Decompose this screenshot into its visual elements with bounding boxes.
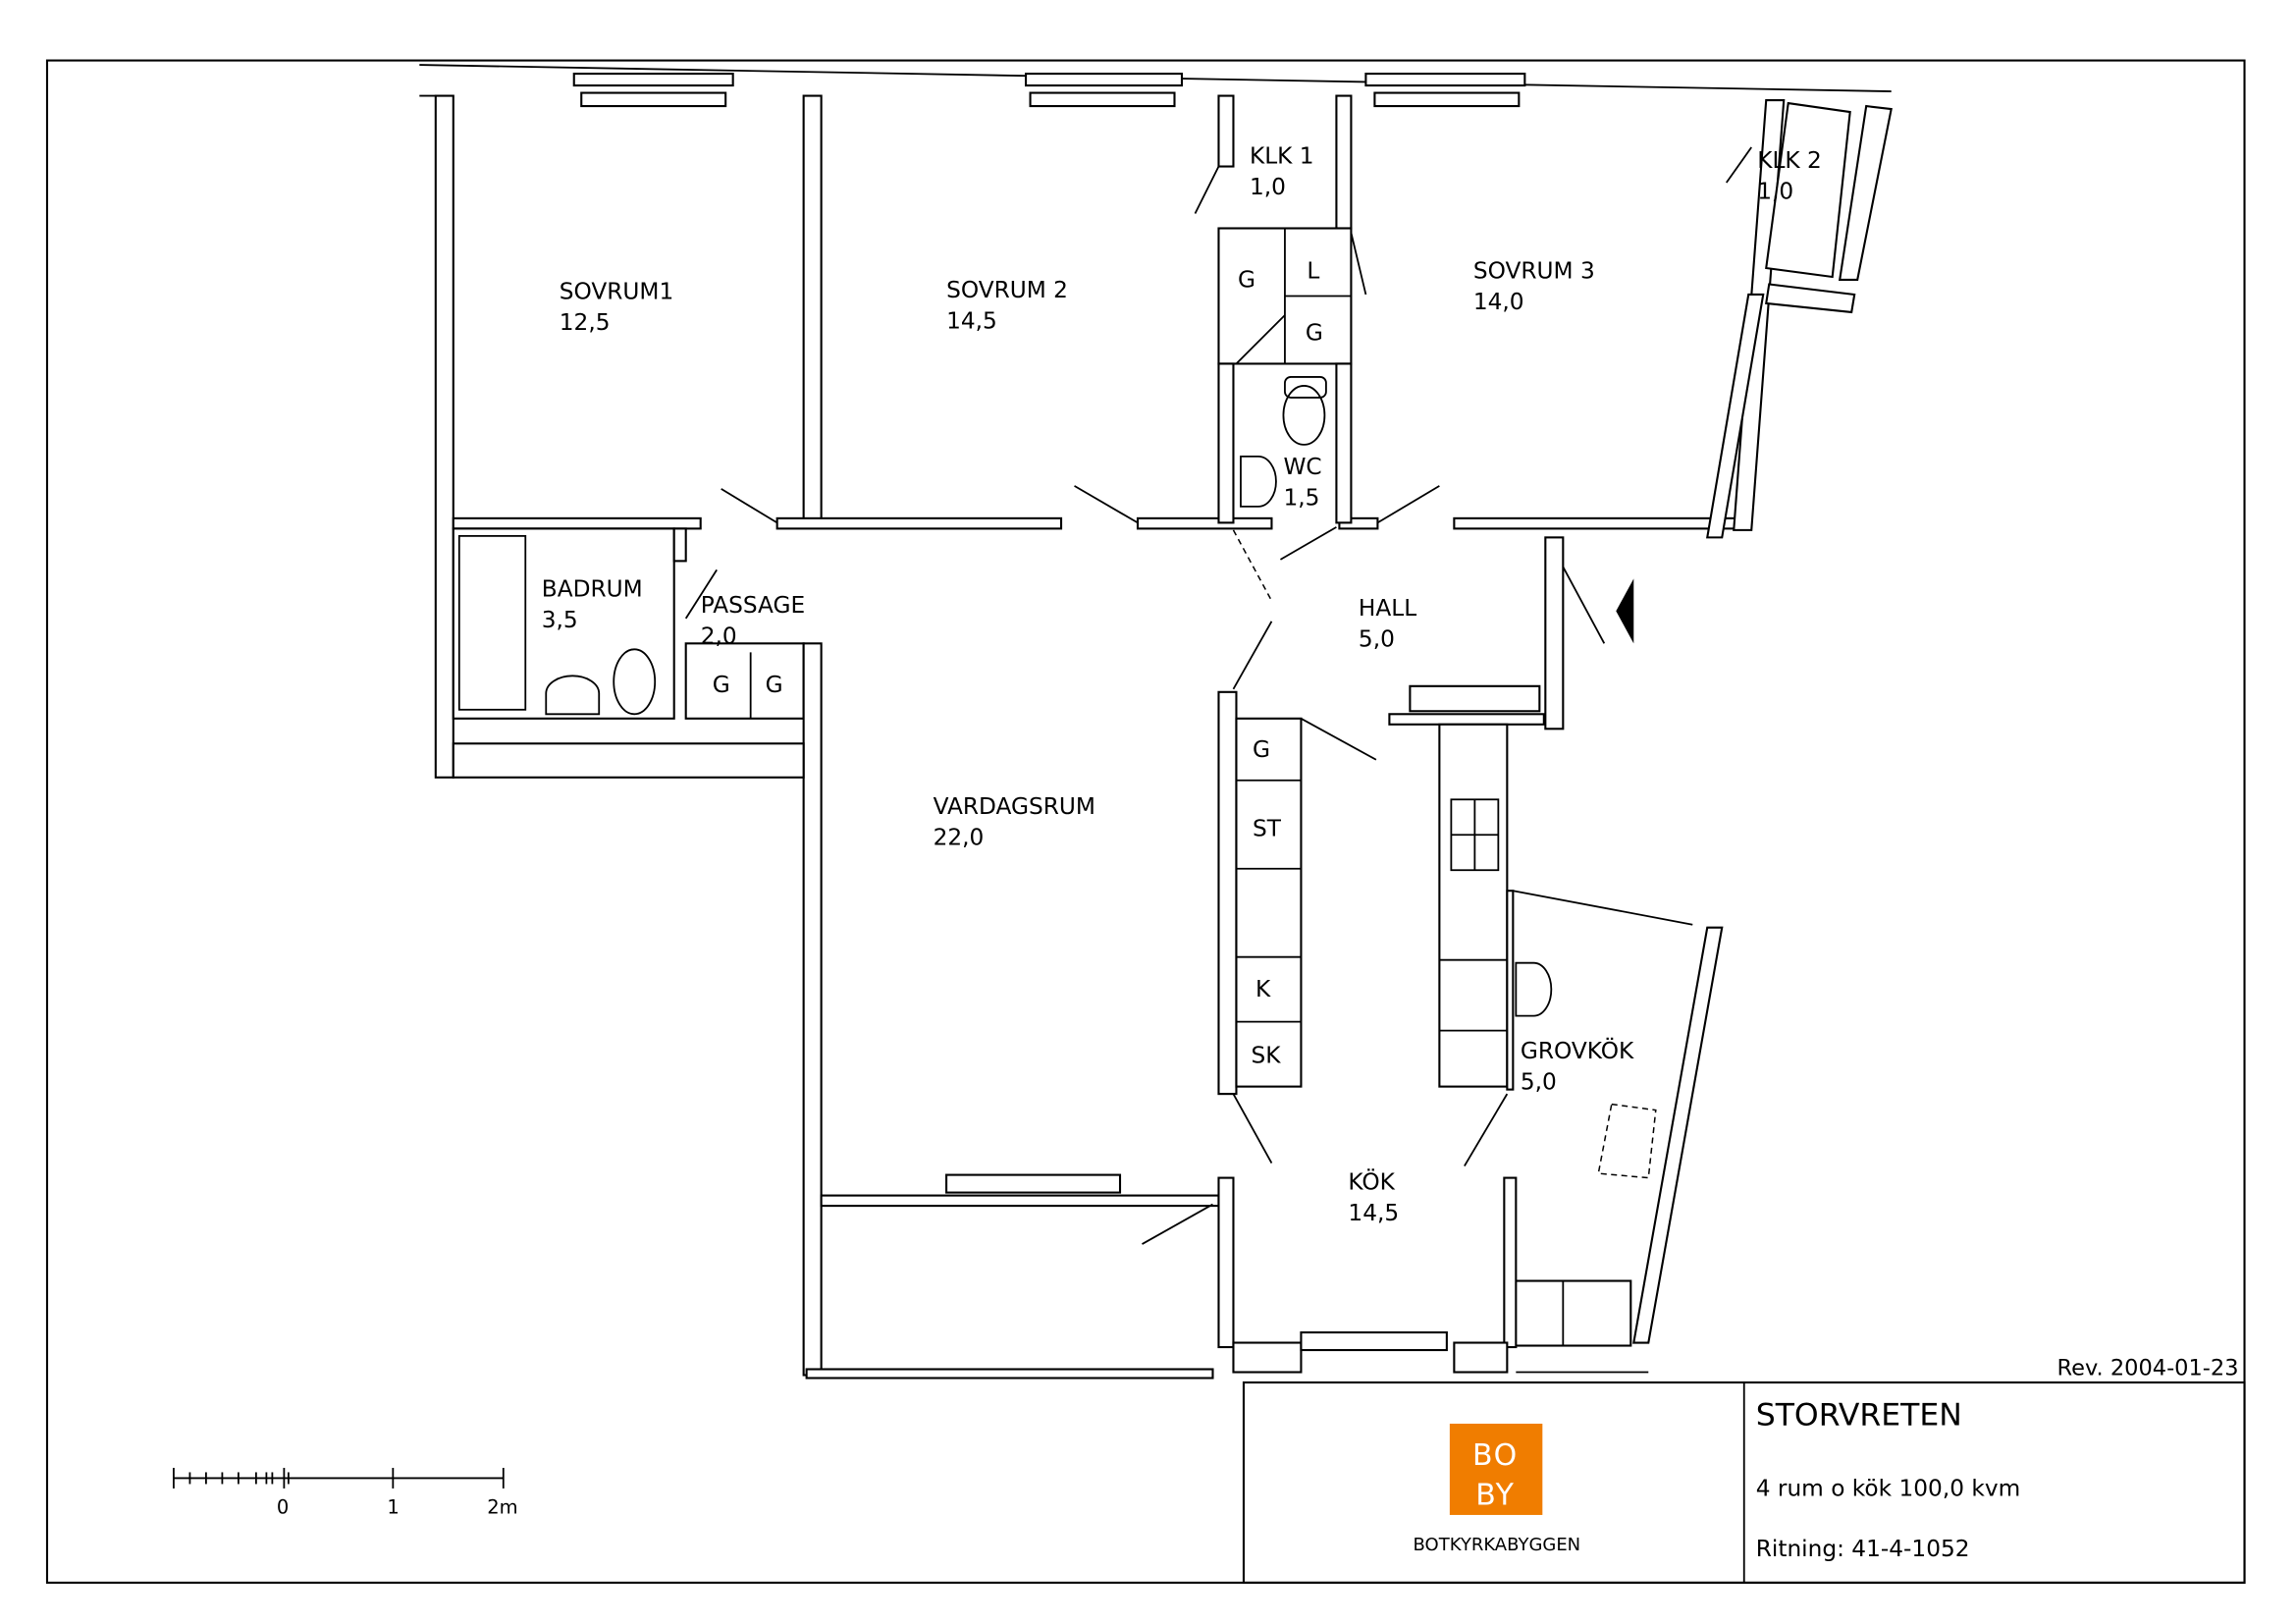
- botkyrkabyggen-logo: BO BY: [1449, 1423, 1543, 1515]
- svg-text:BY: BY: [1475, 1478, 1515, 1512]
- room-labels: SOVRUM1 12,5 SOVRUM 2 14,5 KLK 1 1,0 SOV…: [542, 143, 1822, 1227]
- fixture-g: G: [766, 672, 783, 698]
- revision-date: Rev. 2004-01-23: [2057, 1356, 2239, 1381]
- room-grovkok: GROVKÖK: [1521, 1037, 1634, 1064]
- room-grovkok-area: 5,0: [1521, 1069, 1557, 1096]
- fixture-sk: SK: [1251, 1043, 1281, 1069]
- scale-label-1: 1: [387, 1495, 399, 1518]
- room-sovrum2-area: 14,5: [946, 307, 997, 334]
- room-klk1: KLK 1: [1250, 143, 1314, 170]
- drawing-number: Ritning: 41-4-1052: [1756, 1536, 1970, 1562]
- room-kok-area: 14,5: [1348, 1200, 1399, 1226]
- room-hall: HALL: [1359, 595, 1416, 622]
- fixture-l: L: [1307, 257, 1319, 284]
- room-sovrum1-area: 12,5: [560, 309, 611, 336]
- room-badrum-area: 3,5: [542, 607, 578, 633]
- room-kok: KÖK: [1348, 1168, 1395, 1196]
- room-vardagsrum-area: 22,0: [934, 825, 985, 851]
- title-block: Rev. 2004-01-23 BO BY BOTKYRKABYGGEN STO…: [1242, 1356, 2246, 1584]
- room-passage-area: 2,0: [701, 623, 737, 649]
- walls: [419, 64, 1893, 1380]
- company-name: BOTKYRKABYGGEN: [1414, 1535, 1581, 1555]
- fixture-g: G: [1306, 319, 1323, 346]
- scale-label-0: 0: [277, 1495, 289, 1518]
- fixture-k: K: [1255, 976, 1271, 1002]
- room-vardagsrum: VARDAGSRUM: [934, 793, 1095, 820]
- room-wc: WC: [1283, 454, 1321, 480]
- svg-text:BO: BO: [1472, 1438, 1519, 1473]
- room-klk2: KLK 2: [1757, 147, 1822, 174]
- project-name: STORVRETEN: [1756, 1397, 1962, 1433]
- fixture-g: G: [713, 672, 730, 698]
- scale-bar: 0 1 2m: [173, 1467, 518, 1518]
- fixture-g: G: [1253, 736, 1270, 763]
- room-klk1-area: 1,0: [1250, 174, 1286, 200]
- room-sovrum2: SOVRUM 2: [946, 277, 1068, 303]
- room-sovrum1: SOVRUM1: [560, 278, 674, 304]
- fixture-st: ST: [1253, 816, 1282, 842]
- room-sovrum3: SOVRUM 3: [1473, 257, 1595, 284]
- room-sovrum3-area: 14,0: [1473, 289, 1524, 315]
- scale-label-2m: 2m: [487, 1495, 517, 1518]
- drawing-border: [45, 59, 2246, 1584]
- room-badrum: BADRUM: [542, 575, 643, 602]
- fixture-g: G: [1238, 266, 1255, 293]
- entrance-arrow-icon: [1616, 578, 1634, 644]
- room-hall-area: 5,0: [1359, 625, 1395, 652]
- room-wc-area: 1,5: [1283, 484, 1319, 511]
- room-klk2-area: 1,0: [1757, 179, 1793, 205]
- apartment-description: 4 rum o kök 100,0 kvm: [1756, 1475, 2020, 1501]
- room-passage: PASSAGE: [701, 592, 806, 619]
- fixture-labels: G L G G G G ST K SK: [713, 257, 1323, 1068]
